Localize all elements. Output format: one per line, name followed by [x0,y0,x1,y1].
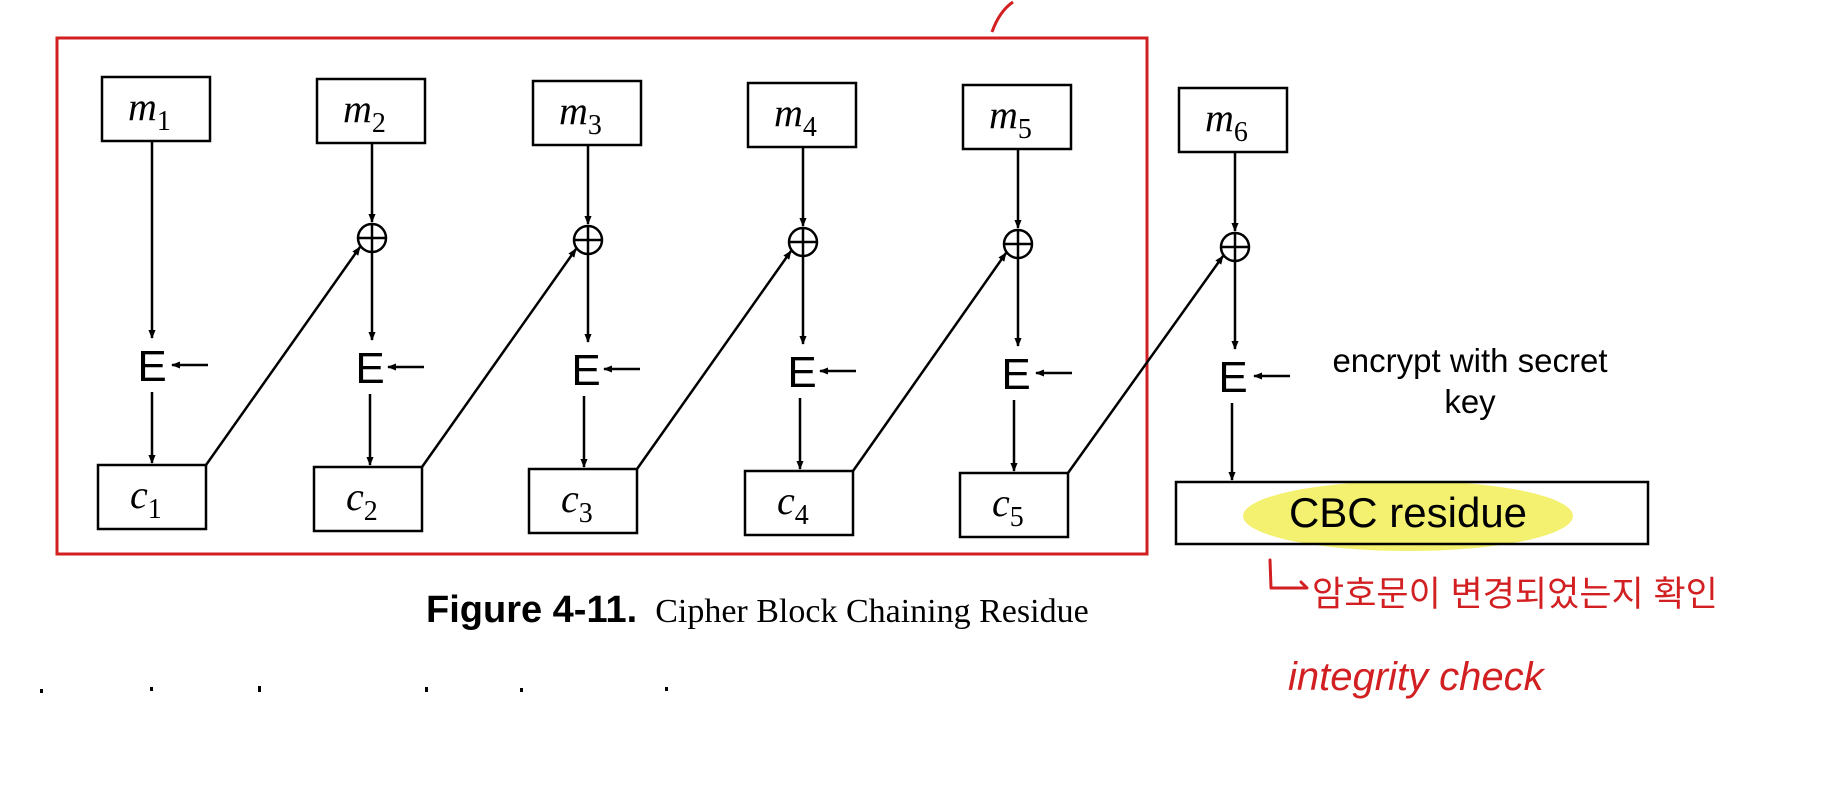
figure-number: Figure 4-11. [426,589,637,631]
cipher-label-2: c2 [346,474,378,527]
encrypt-label-3: E [571,346,600,395]
annotation-box [55,36,1149,556]
cipher-box-3 [527,467,639,535]
figure-title: Cipher Block Chaining Residue [655,593,1088,630]
korean-annotation: 암호문이 변경되었는지 확인 [1312,575,1718,614]
figure-caption: Figure 4-11. Cipher Block Chaining Resid… [426,589,1089,631]
clipped-text-remnants [40,686,668,693]
arrow-c1-to-xor2 [204,246,362,466]
xor-icon-2 [356,222,388,254]
key-note-line1: encrypt with secret [1332,342,1607,379]
cipher-label-4: c4 [777,478,809,531]
message-label-2: m2 [343,86,386,139]
arrow-c4-to-xor5 [851,252,1008,472]
residue-highlight [1243,481,1573,551]
xor-icon-4 [787,226,819,258]
encrypt-label-4: E [787,348,816,397]
cipher-box-2 [312,465,424,533]
message-label-3: m3 [559,88,602,141]
encrypt-label-5: E [1001,350,1030,399]
annotation-stroke [990,0,1014,33]
integrity-check-annotation: integrity check [1288,655,1546,699]
xor-icon-3 [572,224,604,256]
message-label-5: m5 [989,92,1032,145]
cipher-box-5 [958,471,1070,539]
cipher-label-3: c3 [561,476,593,529]
encrypt-label-1: E [137,342,166,391]
cipher-box-1 [96,463,208,531]
message-label-1: m1 [128,84,171,137]
cipher-label-1: c1 [130,472,162,525]
message-label-4: m4 [774,90,817,143]
xor-icon-6 [1219,231,1251,263]
xor-icon-5 [1002,228,1034,260]
message-label-6: m6 [1205,95,1248,148]
arrow-c5-to-xor6 [1066,255,1225,474]
arrow-c3-to-xor4 [635,250,793,470]
encrypt-label-2: E [355,344,384,393]
cipher-box-4 [743,469,855,537]
message-box-6 [1177,86,1289,154]
key-note-line2: key [1444,383,1496,420]
annotation-arrow-hook [1268,558,1309,590]
residue-label: CBC residue [1289,489,1527,536]
message-box-1 [100,75,212,143]
arrow-c2-to-xor3 [420,248,578,468]
encrypt-label-6: E [1218,353,1247,402]
residue-box [1174,480,1650,546]
cipher-label-5: c5 [992,480,1024,533]
